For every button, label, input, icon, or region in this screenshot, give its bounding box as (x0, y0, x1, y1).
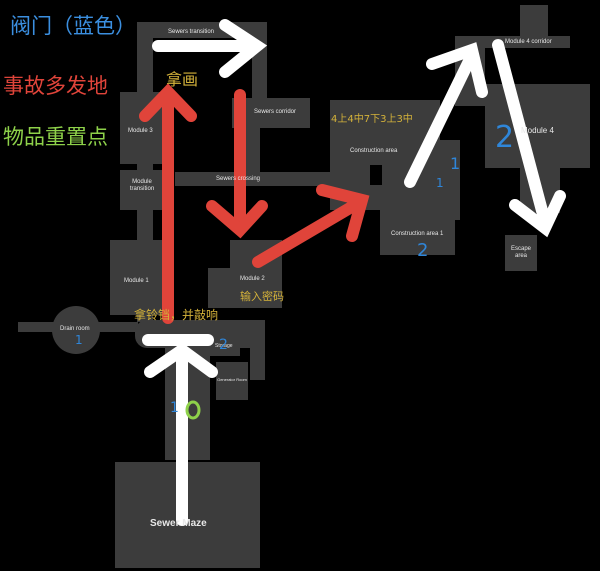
white-arrow-se (492, 39, 551, 228)
white-arrow-bottom-up-head (144, 342, 218, 378)
right-wing-top (520, 5, 548, 41)
label-module-2: Module 2 (240, 276, 265, 282)
label-sewers-corridor: Sewers corridor (254, 109, 297, 115)
valve-number: 2 (219, 337, 228, 353)
incident-arrows (139, 83, 370, 324)
label-drain-room: Drain room (60, 326, 90, 332)
module-2-link (208, 268, 232, 308)
red-arrow-diagonal (252, 199, 361, 268)
legend-incident: 事故多发地 (3, 74, 108, 98)
room-generator (216, 362, 248, 400)
room-storage (210, 336, 240, 356)
label-module-3: Module 3 (128, 128, 153, 134)
red-arrow-up-head (139, 83, 197, 122)
valve-number: 1 (450, 154, 461, 173)
construction-link (315, 172, 335, 186)
route-arrows (142, 19, 566, 526)
construction-right-link (440, 140, 460, 220)
room-drain-room (52, 306, 100, 354)
label-module-1: Module 1 (124, 278, 149, 284)
valve-number: 1 (75, 333, 83, 347)
room-module-4 (485, 84, 590, 168)
white-arrow-se-head (509, 190, 566, 238)
note-code-sequence: 4上4中7下3上3中 (331, 114, 413, 125)
valve-number: 2 (417, 240, 429, 261)
label-sewer-maze: Sewer Maze (150, 518, 207, 529)
label-generator-room: Generator Room (217, 377, 247, 382)
legend-valve: 阀门（蓝色） (10, 14, 136, 38)
note-enter-password: 输入密码 (240, 290, 284, 303)
label-module-4-corridor: Module 4 corridor (505, 39, 552, 45)
room-module-1 (110, 240, 170, 315)
room-escape-area (505, 235, 537, 271)
white-arrow-top-head (219, 19, 268, 78)
label-sewers-transition: Sewers transition (168, 29, 215, 35)
label-sewers-crossing: Sewers crossing (216, 176, 261, 182)
valve-number: 2 (495, 120, 515, 155)
label-escape-area: Escape area (510, 246, 531, 259)
label-module-transition: Module transition (129, 179, 155, 192)
room-module-transition (120, 170, 162, 210)
valve-number: 1 (436, 176, 444, 190)
white-arrow-ne (404, 49, 478, 188)
red-arrow-down-head (206, 200, 268, 239)
red-arrow-diagonal-head (316, 184, 370, 242)
label-module-4: Module 4 (521, 126, 554, 135)
label-storage: Storage (215, 343, 233, 349)
note-take-bell: 拿铃铛，并敲响 (134, 308, 219, 322)
construction-area-hole (370, 165, 382, 185)
note-take-painting: 拿画 (166, 70, 199, 89)
label-construction-area: Construction area (350, 148, 398, 154)
label-construction-area-1: Construction area 1 (391, 231, 444, 237)
lower-loop-right (250, 320, 265, 380)
legend-item-reset: 物品重置点 (3, 125, 108, 149)
item-reset-marker (185, 400, 201, 420)
white-arrow-ne-head (426, 42, 488, 98)
valve-number: 1 (170, 400, 179, 416)
